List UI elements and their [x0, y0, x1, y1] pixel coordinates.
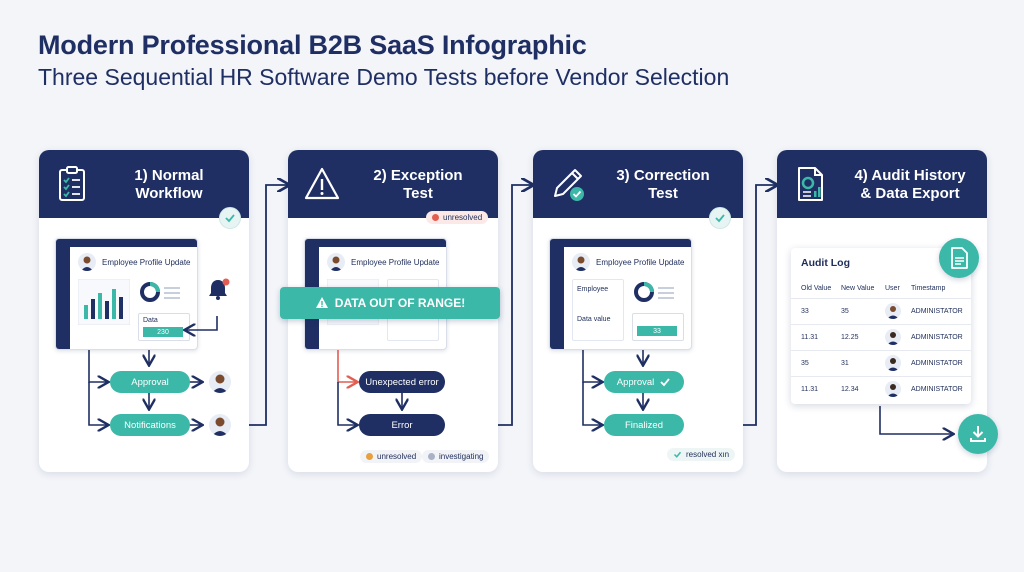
error-banner: DATA OUT OF RANGE!: [280, 287, 500, 319]
data-value: 230: [143, 327, 183, 337]
window-title: Employee Profile Update: [596, 258, 685, 267]
export-arrow: [879, 406, 960, 444]
connector-1-2: [234, 185, 288, 426]
notifications-step: Notifications: [110, 414, 190, 436]
avatar: [885, 381, 901, 397]
card-title: 4) Audit History& Data Export: [854, 167, 966, 202]
window-title: Employee Profile Update: [102, 258, 191, 267]
document-button[interactable]: [939, 238, 979, 278]
avatar: [572, 253, 590, 271]
unresolved-status: unresolved: [360, 450, 423, 463]
download-icon: [970, 426, 986, 442]
audit-log-title: Audit Log: [801, 257, 850, 269]
report-chart-icon: [798, 167, 823, 201]
card-header: 4) Audit History& Data Export: [777, 150, 987, 218]
bar-chart-icon: [78, 279, 130, 325]
employee-form: Employee Data value: [572, 279, 624, 341]
avatar: [885, 303, 901, 319]
warning-triangle-icon: [304, 167, 340, 200]
data-field: 33: [632, 313, 684, 341]
approval-step: Approval: [110, 371, 190, 393]
unresolved-badge: unresolved: [426, 211, 489, 224]
workflow-arrows: [88, 316, 218, 472]
page-subtitle: Three Sequential HR Software Demo Tests …: [38, 64, 730, 90]
data-value-label: Data value: [577, 316, 611, 323]
employee-label: Employee: [577, 286, 609, 293]
check-icon: [673, 451, 682, 458]
investigating-status: investigating: [422, 450, 490, 463]
check-badge: [709, 207, 731, 229]
employee-profile-window: Employee Profile Update Employee Data va…: [549, 238, 692, 350]
pencil-check-icon: [554, 169, 584, 201]
bell-icon: [209, 278, 230, 300]
resolved-status: resolved xın: [667, 448, 736, 461]
check-icon: [715, 214, 725, 223]
workflow-arrows: [582, 350, 743, 472]
page-title: Modern Professional B2B SaaS Infographic: [38, 30, 587, 60]
check-badge: [219, 207, 241, 229]
finalized-step: Finalized: [604, 414, 684, 436]
avatar: [78, 253, 96, 271]
check-icon: [660, 378, 670, 387]
approval-step: Approval: [604, 371, 684, 393]
error-step: Error: [359, 414, 445, 436]
check-icon: [225, 214, 235, 223]
avatar: [885, 355, 901, 371]
unexpected-error-step: Unexpected error: [359, 371, 445, 393]
avatar: [209, 371, 231, 393]
column-header: Old Value: [801, 285, 832, 292]
avatar: [209, 414, 231, 436]
download-button[interactable]: [958, 414, 998, 454]
avatar: [327, 253, 345, 271]
workflow-arrows: [337, 350, 498, 472]
donut-chart-icon: [140, 282, 180, 302]
column-header: Timestamp: [911, 285, 946, 292]
employee-profile-window: Employee Profile Update Data 230: [55, 238, 198, 350]
column-header: New Value: [841, 285, 875, 292]
data-value: 33: [637, 326, 677, 336]
column-header: User: [885, 285, 900, 292]
donut-chart-icon: [634, 282, 674, 302]
warning-icon: [315, 297, 328, 308]
audit-log-table: Audit Log Old Value New Value User Times…: [791, 248, 971, 404]
window-title: Employee Profile Update: [351, 258, 440, 267]
clipboard-checklist-icon: [59, 166, 85, 201]
document-icon: [951, 247, 968, 269]
avatar: [885, 329, 901, 345]
